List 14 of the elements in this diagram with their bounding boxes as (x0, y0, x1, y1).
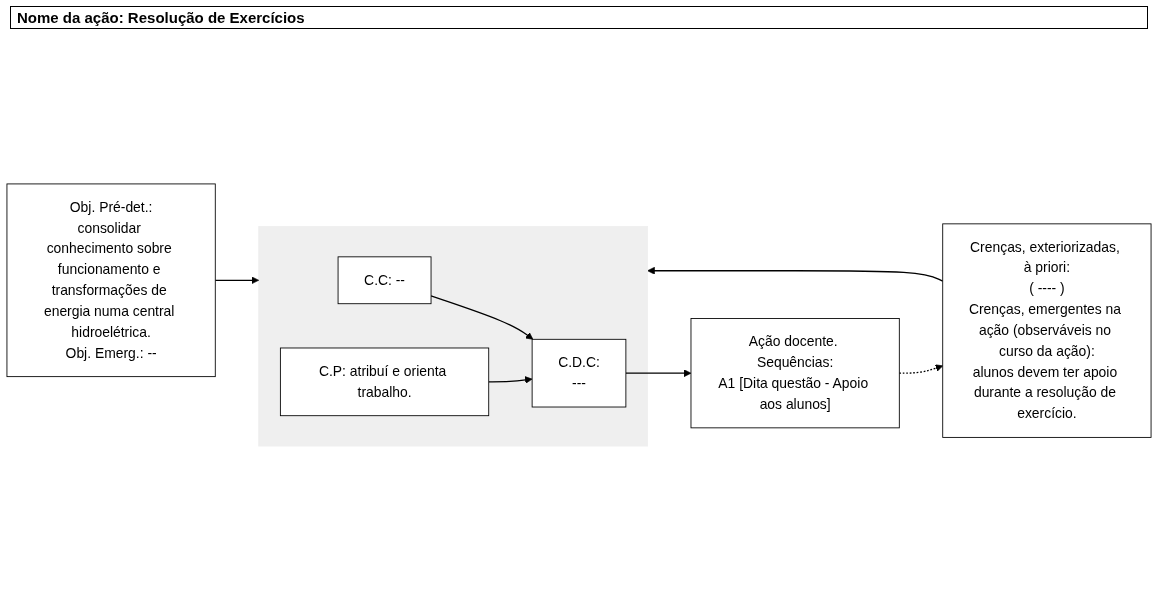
node-box: Obj. Pré-det.: consolidar conhecimento sobre funcionamento e transformações de energia numa central hidroelétrica. Obj. Emerg.: -- (6, 183, 216, 378)
arrow (430, 295, 534, 340)
node-box: C.P: atribuí e orienta trabalho. (279, 347, 490, 417)
title-bar: Nome da ação: Resolução de Exercícios (10, 6, 1148, 29)
arrow (898, 364, 944, 374)
node-box: C.D.C: --- (531, 338, 627, 408)
arrow (625, 369, 692, 377)
node-box: Ação docente. Sequências: A1 [Dita questão - Apoio aos alunos] (690, 318, 900, 429)
node-box: Crenças, exteriorizadas, à priori: ( ---- ) Crenças, emergentes na ação (observáveis no curso da ação): alunos devem ter apoio durante a resolução de exercício. (942, 223, 1152, 438)
arrow (488, 376, 533, 384)
arrow (214, 276, 260, 285)
cluster (258, 226, 648, 447)
arrow (647, 266, 944, 282)
node-box: C.C: -- (337, 256, 432, 305)
